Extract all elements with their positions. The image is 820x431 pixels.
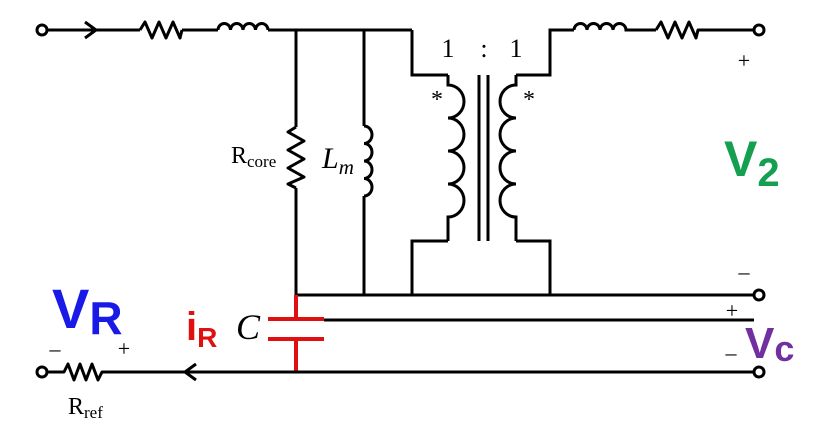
dot-marker-primary: * <box>431 87 443 113</box>
dot-marker-secondary: * <box>523 87 535 113</box>
output-terminal-bottom <box>752 365 766 379</box>
transformer-secondary-wire <box>516 28 574 295</box>
vr-minus-sign: – <box>49 336 62 361</box>
r-ref-resistor <box>47 362 754 382</box>
rcore-label: Rcore <box>231 143 276 171</box>
transformer-core <box>477 75 490 241</box>
current-arrow-bottom <box>182 362 197 382</box>
transformer-secondary-winding <box>498 75 518 241</box>
transformer-primary-winding <box>446 75 466 241</box>
ir-label: iR <box>186 305 217 353</box>
vr-label: VR <box>52 277 123 344</box>
lm-label: Lm <box>321 142 354 179</box>
turns-ratio-right: 1 <box>510 34 523 63</box>
lm-inductor <box>363 124 374 198</box>
r-ref-label: Rref <box>68 394 103 422</box>
vr-plus-sign: + <box>118 336 130 361</box>
series-resistor-primary <box>138 20 184 40</box>
capacitor-label: C <box>236 307 261 347</box>
v2-minus-sign: – <box>738 259 751 284</box>
output-terminal-top <box>752 23 766 37</box>
rcore-resistor <box>286 125 306 190</box>
input-terminal-bottom <box>35 365 49 379</box>
series-resistor-secondary <box>654 20 754 40</box>
current-arrow-top <box>84 20 99 40</box>
series-inductor-primary <box>216 22 270 31</box>
vc-label: Vc <box>745 319 794 369</box>
vc-minus-sign: – <box>725 340 738 365</box>
input-terminal <box>35 23 49 37</box>
capacitor-plates <box>268 317 324 341</box>
output-terminal-middle <box>752 288 766 302</box>
v2-label: V2 <box>724 131 780 195</box>
turns-ratio-left: 1 <box>442 34 455 63</box>
vc-plus-sign: + <box>726 298 738 323</box>
v2-plus-sign: + <box>738 48 750 73</box>
series-inductor-secondary <box>572 22 656 32</box>
turns-ratio-colon: : <box>480 34 487 63</box>
transformer-primary-wire <box>410 30 448 295</box>
